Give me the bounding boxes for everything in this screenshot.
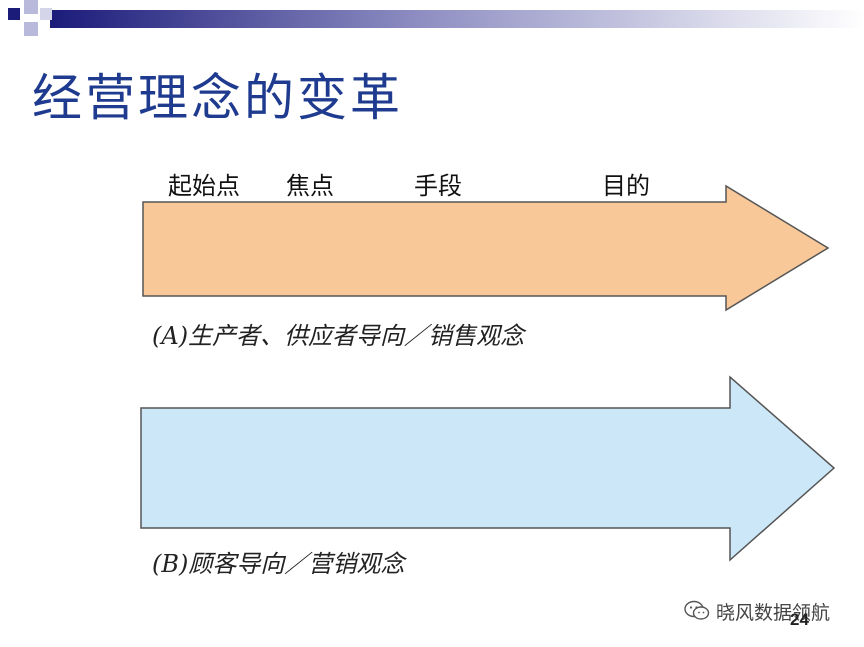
slide-title: 经营理念的变革	[32, 69, 403, 127]
step-label-focus: 焦点	[286, 172, 334, 200]
decor-square-light	[24, 0, 38, 14]
top-decorative-bar	[8, 0, 864, 36]
arrow-b-caption: (B)顾客导向／营销观念	[152, 550, 405, 578]
page-number: 24	[790, 610, 809, 629]
watermark-text: 晓风数据领航	[716, 601, 831, 624]
arrow-a-caption: (A)生产者、供应者导向／销售观念	[152, 322, 525, 350]
arrow-b-shape	[140, 375, 836, 562]
decor-square-light	[24, 22, 38, 36]
decor-square-light	[40, 8, 52, 20]
step-label-means: 手段	[414, 172, 462, 200]
wechat-icon	[684, 600, 710, 620]
step-label-goal: 目的	[602, 172, 650, 200]
decor-square-dark	[8, 8, 20, 20]
arrow-a-shape	[142, 184, 830, 312]
watermark: 晓风数据领航	[684, 598, 830, 624]
step-label-start: 起始点	[168, 172, 240, 200]
